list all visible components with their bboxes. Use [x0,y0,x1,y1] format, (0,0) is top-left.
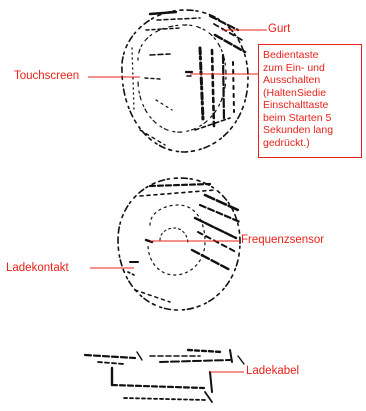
label-ladekontakt: Ladekontakt [6,262,69,275]
leader-lines [88,30,267,372]
strap-band [146,12,245,52]
frequency-sensor-area [146,205,205,275]
charging-cable-drawing [85,350,244,402]
label-gurt: Gurt [268,23,290,36]
device-back-view [118,178,240,310]
device-front-view [122,10,248,152]
bezel-right [195,48,234,130]
charging-contact [128,262,170,302]
label-touchscreen: Touchscreen [14,70,79,83]
label-ladekabel: Ladekabel [246,365,299,378]
back-strap-lines [140,184,240,270]
cable-connector [85,352,142,364]
label-frequenzsensor: Frequenzsensor [241,234,324,247]
label-bedientaste: Bedientaste zum Ein- und Ausschalten (Ha… [258,44,362,158]
